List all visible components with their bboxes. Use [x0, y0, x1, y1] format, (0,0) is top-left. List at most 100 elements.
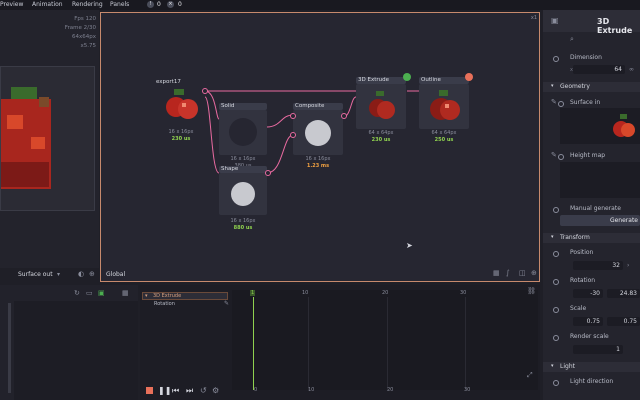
height-map-preview[interactable]	[560, 162, 640, 198]
node-composite-output-pin[interactable]	[341, 113, 347, 119]
solid-preview-shape	[229, 118, 257, 146]
surface-in-label: Surface in	[570, 99, 601, 106]
gridline	[308, 297, 309, 390]
node-composite-input-pin-2[interactable]	[290, 132, 296, 138]
node-extrude-body[interactable]	[356, 84, 406, 129]
search-icon[interactable]: ⌕	[570, 35, 574, 43]
track-extrude[interactable]: ▾ 3D Extrude	[142, 292, 228, 300]
surface-in-preview[interactable]	[560, 108, 640, 144]
node-composite-size: 16 x 16px	[305, 156, 331, 162]
node-shape-body[interactable]	[219, 173, 267, 215]
position-label: Position	[570, 249, 594, 256]
menu-animation[interactable]: Animation	[32, 1, 63, 8]
node-composite-header[interactable]: Composite	[293, 103, 343, 110]
chevron-icon[interactable]: ›	[627, 262, 630, 269]
error-icon[interactable]: ×	[167, 1, 174, 8]
animation-timeline: ▾ 3D Extrude Rotation ✎ 1 10 20 30 ❚❚ ⏮ …	[140, 285, 540, 400]
grid-icon[interactable]: ⊕	[89, 270, 95, 278]
add-folder-icon[interactable]: ▣	[98, 289, 105, 297]
surface-in-toggle[interactable]	[558, 101, 564, 107]
light-section-header[interactable]: ▾ Light	[543, 362, 640, 372]
scale-toggle[interactable]	[553, 307, 559, 313]
node-shape-header[interactable]: Shape	[219, 166, 267, 173]
scrollbar[interactable]	[8, 303, 11, 393]
light-direction-label: Light direction	[570, 378, 614, 385]
transform-section-label: Transform	[560, 234, 590, 241]
folder-icon[interactable]: ▭	[86, 289, 93, 297]
refresh-icon[interactable]: ↻	[74, 289, 80, 297]
generate-button[interactable]: Generate	[560, 215, 640, 226]
chevron-down-icon[interactable]: ▾	[57, 271, 61, 278]
link-icon[interactable]: ∞	[629, 66, 634, 73]
graph-tool-icon-2[interactable]: ∫	[506, 269, 510, 277]
settings-icon[interactable]: ⚙	[212, 386, 220, 395]
render-scale-toggle[interactable]	[553, 335, 559, 341]
track-extrude-label: 3D Extrude	[153, 293, 182, 299]
split-icon[interactable]: ◐	[78, 270, 85, 278]
node-export[interactable]: export17 16 x 16px 230 us	[156, 79, 216, 149]
graph-tool-icon-1[interactable]: ▦	[493, 269, 500, 277]
footer-tick-20: 20	[387, 387, 394, 393]
menu-preview[interactable]: Preview	[0, 1, 24, 8]
node-shape-size: 16 x 16px	[230, 218, 256, 224]
track-rotation-label: Rotation	[154, 301, 175, 307]
node-outline-body[interactable]	[419, 84, 469, 129]
geometry-section-header[interactable]: ▾ Geometry	[543, 82, 640, 92]
graph-tool-icon-3[interactable]: ◫	[519, 269, 526, 277]
node-extrude-header[interactable]: 3D Extrude	[356, 77, 406, 84]
node-composite-body[interactable]	[293, 110, 343, 155]
manual-generate-toggle[interactable]	[553, 207, 559, 213]
render-indicator-icon[interactable]	[403, 73, 411, 81]
graph-grid-icon[interactable]: ⊕	[531, 269, 537, 277]
stop-icon[interactable]	[146, 387, 153, 394]
node-shape-output-pin[interactable]	[265, 170, 271, 176]
node-extrude-time: 230 us	[371, 137, 391, 143]
pause-icon[interactable]: ❚❚	[158, 386, 172, 395]
node-solid-body[interactable]	[219, 110, 267, 155]
collapse-arrow-icon-2: ▾	[551, 234, 554, 240]
surface-dropdown[interactable]: Surface out	[18, 271, 53, 278]
notification-icon[interactable]: !	[147, 1, 154, 8]
error-count: 0	[178, 1, 182, 8]
rotation-x-input[interactable]: -30	[573, 289, 603, 298]
node-export-output-pin[interactable]	[202, 88, 208, 94]
position-toggle[interactable]	[553, 251, 559, 257]
transform-section-header[interactable]: ▾ Transform	[543, 233, 640, 243]
apple-thumbnail-icon	[166, 89, 198, 119]
collapse-arrow-icon-3: ▾	[551, 363, 554, 369]
skip-back-icon[interactable]: ⏮	[172, 386, 180, 395]
scale-x-input[interactable]: 0.75	[573, 317, 603, 326]
link-chain-icon[interactable]: ⛓	[527, 287, 536, 295]
pencil-icon[interactable]: ✎	[551, 98, 557, 106]
skip-forward-icon[interactable]: ⏭	[186, 386, 194, 395]
rotation-y-input[interactable]: 24.83	[607, 289, 640, 298]
scale-y-input[interactable]: 0.75	[607, 317, 640, 326]
playhead[interactable]	[253, 297, 254, 390]
collection-list[interactable]	[14, 301, 138, 400]
preview-canvas[interactable]	[0, 66, 95, 211]
node-composite-input-pin[interactable]	[290, 113, 296, 119]
menu-rendering[interactable]: Rendering	[72, 1, 103, 8]
pencil-icon-2[interactable]: ✎	[551, 151, 557, 159]
timeline-area[interactable]: 1 10 20 30	[232, 290, 538, 390]
dimension-x-input[interactable]: 64	[573, 65, 625, 74]
dimension-toggle[interactable]	[553, 56, 559, 62]
output-indicator-icon[interactable]	[465, 73, 473, 81]
menu-panels[interactable]: Panels	[110, 1, 130, 8]
render-scale-input[interactable]: 1	[573, 345, 623, 354]
light-direction-toggle[interactable]	[553, 380, 559, 386]
position-x-input[interactable]: 32	[573, 261, 623, 270]
node-outline-header[interactable]: Outline	[419, 77, 469, 84]
node-graph[interactable]: x1 export17 16 x 16px 230 us Solid 16 x …	[100, 12, 540, 282]
rotation-toggle[interactable]	[553, 279, 559, 285]
node-composite-time: 1.23 ms	[306, 163, 330, 169]
keyframe-add-icon[interactable]: ✎	[224, 300, 230, 307]
footer-tick-30: 30	[464, 387, 471, 393]
height-map-toggle[interactable]	[558, 154, 564, 160]
current-frame-marker[interactable]: 1	[250, 290, 256, 296]
graph-context-label: Global	[106, 271, 126, 278]
grid-view-icon[interactable]: ▦	[122, 289, 129, 297]
node-solid-header[interactable]: Solid	[219, 103, 267, 110]
loop-icon[interactable]: ↺	[200, 386, 207, 395]
expand-icon[interactable]: ⤢	[527, 371, 533, 379]
